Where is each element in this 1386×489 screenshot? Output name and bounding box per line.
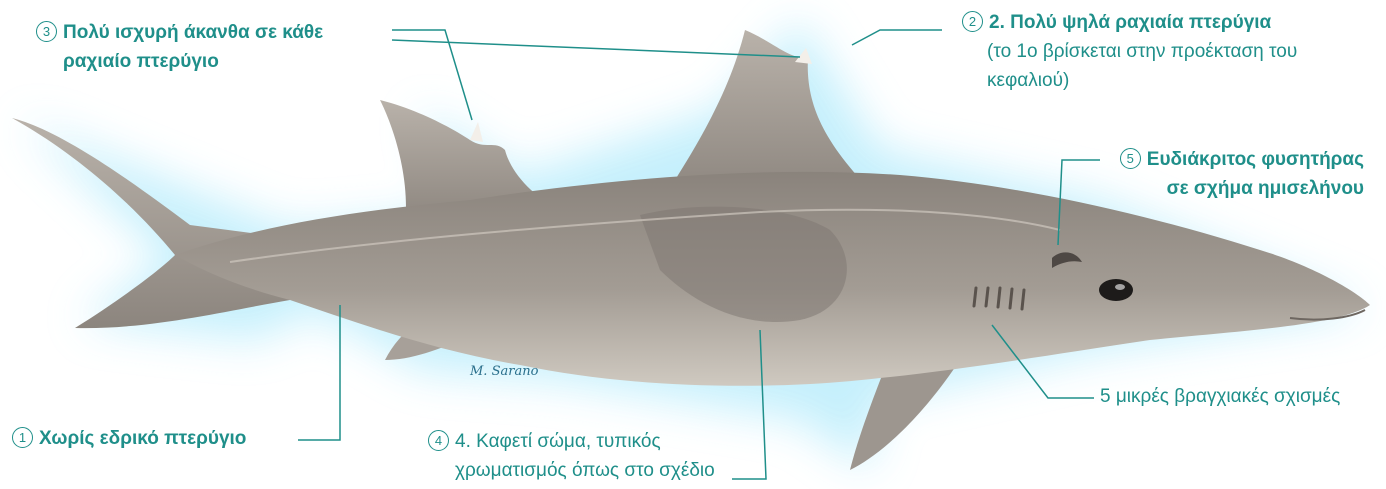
callout-strong-spine: 3 Πολύ ισχυρή άκανθα σε κάθε ραχιαίο πτερ…: [36, 18, 323, 76]
callout-no-anal-fin: 1 Χωρίς εδρικό πτερύγιο: [12, 424, 246, 453]
callout-number-4: 4: [428, 430, 449, 451]
callout-2-line3: κεφαλιού): [987, 70, 1069, 91]
callout-number-2: 2: [962, 11, 983, 32]
callout-1-text: Χωρίς εδρικό πτερύγιο: [39, 428, 246, 449]
callout-tall-dorsal-fins: 2 2. Πολύ ψηλά ραχιαία πτερύγια (το 1ο βρ…: [962, 8, 1297, 95]
callout-5-line1: Ευδιάκριτος φυσητήρας: [1147, 149, 1364, 170]
callout-3-line2: ραχιαίο πτερύγιο: [63, 51, 219, 72]
callout-2-line2: (το 1ο βρίσκεται στην προέκταση του: [987, 41, 1297, 62]
artist-signature: M. Sarano: [470, 364, 538, 379]
callout-spiracle: 5 Ευδιάκριτος φυσητήρας σε σχήμα ημισελήν…: [1120, 145, 1364, 203]
eye-icon: [1099, 279, 1133, 301]
callout-3-line1: Πολύ ισχυρή άκανθα σε κάθε: [63, 22, 323, 43]
callout-number-1: 1: [12, 427, 33, 448]
callout-5-line2: σε σχήμα ημισελήνου: [1167, 178, 1364, 199]
callout-2-title: 2. Πολύ ψηλά ραχιαία πτερύγια: [989, 12, 1271, 33]
callout-4-line1: 4. Καφετί σώμα, τυπικός: [455, 431, 661, 452]
callout-number-5: 5: [1120, 148, 1141, 169]
gill-slits-text: 5 μικρές βραγχιακές σχισμές: [1100, 386, 1340, 407]
callout-number-3: 3: [36, 21, 57, 42]
callout-gill-slits: 5 μικρές βραγχιακές σχισμές: [1100, 382, 1340, 411]
callout-4-line2: χρωματισμός όπως στο σχέδιο: [455, 460, 715, 481]
callout-body-color: 4 4. Καφετί σώμα, τυπικός χρωματισμός όπω…: [428, 427, 715, 485]
